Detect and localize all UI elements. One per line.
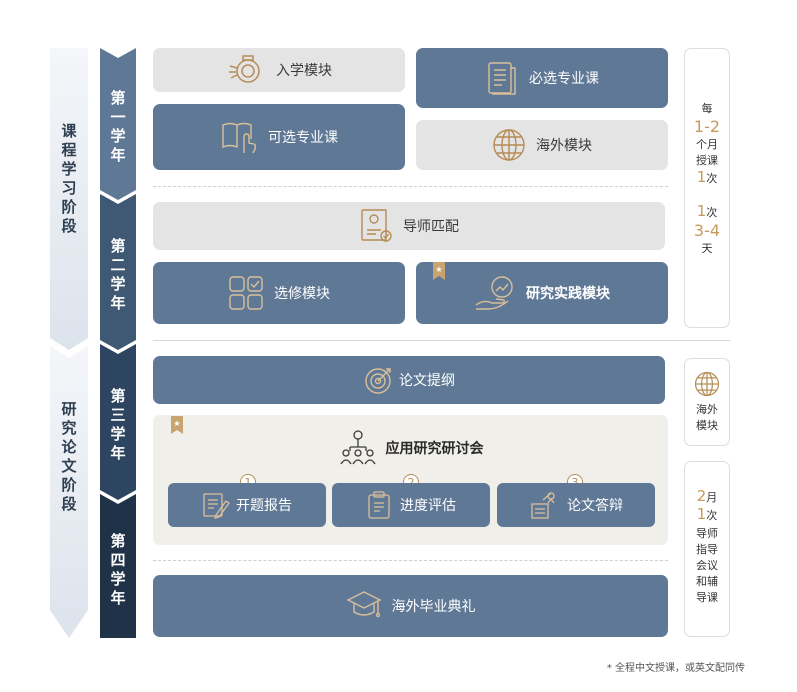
module-overseas-1-label: 海外模块	[536, 138, 592, 154]
phase-course-label: 课程学习阶段	[50, 122, 88, 236]
footnote: * 全程中文授课，或英文配同传	[606, 663, 745, 674]
freq-value1: 1-2	[693, 117, 721, 136]
module-overseas-1: 海外模块	[416, 120, 668, 170]
phase-thesis-label: 研究论文阶段	[50, 400, 88, 514]
step-progress-review-label: 进度评估	[400, 498, 456, 514]
svg-text:★: ★	[435, 265, 442, 274]
year-3-label: 第三学年	[100, 355, 136, 495]
module-elective: 选修模块	[153, 262, 405, 324]
graduation-cap-icon	[345, 591, 382, 618]
side-note-frequency: 每 1-2 个月 授课 1次 1次 3-4 天	[684, 48, 730, 328]
globe-icon	[694, 371, 720, 397]
step-proposal-label: 开题报告	[236, 498, 292, 514]
mentor-rest-5: 导课	[696, 591, 718, 604]
dur-value2: 3-4	[693, 221, 721, 240]
bookmark-star-icon: ★	[171, 416, 183, 434]
camera-icon	[229, 55, 260, 83]
overseas-line2: 模块	[696, 419, 718, 432]
mentor-value1: 2	[696, 487, 707, 505]
certificate-icon	[361, 209, 392, 242]
grid-modules-icon	[229, 276, 263, 310]
module-elective-label: 选修模块	[274, 286, 330, 302]
freq-count: 1次	[685, 169, 729, 187]
freq-line1: 每	[701, 102, 713, 115]
module-graduation-label: 海外毕业典礼	[391, 599, 476, 615]
module-enrollment-label: 入学模块	[276, 63, 332, 79]
podium-icon	[531, 492, 555, 519]
dur-line1: 次	[706, 206, 718, 219]
book-touch-icon	[222, 122, 257, 154]
mentor-rest-2: 指导	[696, 543, 718, 556]
step-proposal: 开题报告	[168, 483, 326, 527]
module-required: 必选专业课	[416, 48, 668, 108]
divider-year-3-4	[153, 560, 668, 561]
module-research-practice-label: 研究实践模块	[526, 286, 610, 302]
phase-course-text: 课程学习阶段	[61, 122, 77, 235]
freq-line3: 授课	[696, 154, 718, 167]
seminar-title: 应用研究研讨会	[153, 428, 668, 468]
mentor-rest-3: 会议	[696, 559, 718, 572]
growth-hand-icon	[475, 276, 513, 310]
globe-icon	[493, 129, 525, 161]
mentor-value2: 1	[696, 505, 707, 523]
side-note-mentor: 2月 1次 导师 指导 会议 和辅 导课	[684, 461, 730, 637]
module-research-practice: 研究实践模块	[416, 262, 668, 324]
step-defense-label: 论文答辩	[567, 498, 623, 514]
mentor-months: 2月	[685, 488, 729, 506]
divider-year-1-2	[153, 186, 668, 187]
year-3-text: 第三学年	[110, 387, 126, 462]
module-mentor-match-label: 导师匹配	[403, 219, 459, 235]
freq-value2: 1	[696, 168, 707, 186]
year-4-label: 第四学年	[100, 505, 136, 635]
dur-value1: 1	[696, 202, 707, 220]
freq-line4: 次	[706, 172, 718, 185]
step-progress-review: 进度评估	[332, 483, 490, 527]
module-required-label: 必选专业课	[529, 71, 599, 87]
year-2-text: 第二学年	[110, 237, 126, 312]
year-4-text: 第四学年	[110, 532, 126, 607]
phase-arrow	[50, 48, 88, 638]
module-thesis-outline: 论文提纲	[153, 356, 665, 404]
bookmark-star-icon: ★	[433, 262, 445, 280]
team-meeting-icon	[339, 430, 376, 465]
mentor-count: 1次	[685, 506, 729, 524]
target-icon	[365, 368, 391, 394]
module-elective-courses: 可选专业课	[153, 104, 405, 170]
mentor-line1: 月	[706, 491, 718, 504]
mentor-rest-1: 导师	[696, 527, 718, 540]
phase-thesis-text: 研究论文阶段	[61, 400, 77, 513]
module-mentor-match: 导师匹配	[153, 202, 665, 250]
mentor-line2: 次	[706, 509, 718, 522]
year-column	[100, 48, 136, 638]
dur-line2: 天	[701, 242, 713, 255]
overseas-line1: 海外	[696, 403, 718, 416]
year-2-label: 第二学年	[100, 205, 136, 345]
module-thesis-outline-label: 论文提纲	[399, 373, 455, 389]
module-graduation: 海外毕业典礼	[153, 575, 668, 637]
module-elective-courses-label: 可选专业课	[268, 130, 338, 146]
clipboard-icon	[368, 491, 390, 519]
side-note-overseas: 海外 模块	[684, 358, 730, 446]
dur-count: 1次	[685, 203, 729, 221]
freq-line2: 个月	[696, 138, 718, 151]
module-enrollment: 入学模块	[153, 48, 405, 92]
seminar-title-label: 应用研究研讨会	[385, 441, 484, 457]
mentor-rest-4: 和辅	[696, 575, 718, 588]
document-list-icon	[488, 62, 516, 95]
year-1-text: 第一学年	[110, 89, 126, 164]
step-defense: 论文答辩	[497, 483, 655, 527]
year-1-label: 第一学年	[100, 62, 136, 192]
svg-text:★: ★	[173, 419, 180, 428]
edit-document-icon	[203, 493, 230, 519]
divider-phase	[153, 340, 730, 341]
